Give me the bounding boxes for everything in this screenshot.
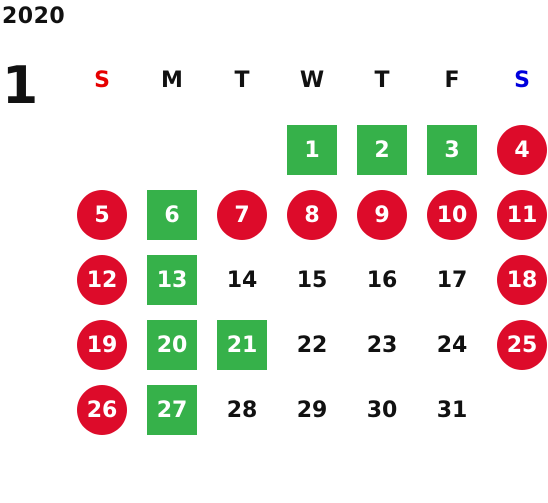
day-cell-31[interactable]: 31 xyxy=(436,397,468,423)
weekday-label: F xyxy=(444,68,460,93)
day-cell-13[interactable]: 13 xyxy=(147,255,197,305)
day-cell-29[interactable]: 29 xyxy=(296,397,328,423)
weekday-label: S xyxy=(514,68,530,93)
day-cell-9[interactable]: 9 xyxy=(357,190,407,240)
weekday-label: T xyxy=(234,68,250,93)
day-cell-7[interactable]: 7 xyxy=(217,190,267,240)
day-cell-4[interactable]: 4 xyxy=(497,125,547,175)
day-cell-30[interactable]: 30 xyxy=(366,397,398,423)
day-cell-11[interactable]: 11 xyxy=(497,190,547,240)
day-cell-1[interactable]: 1 xyxy=(287,125,337,175)
weekday-label: W xyxy=(299,68,325,93)
day-cell-25[interactable]: 25 xyxy=(497,320,547,370)
day-cell-12[interactable]: 12 xyxy=(77,255,127,305)
day-cell-18[interactable]: 18 xyxy=(497,255,547,305)
day-cell-2[interactable]: 2 xyxy=(357,125,407,175)
day-cell-28[interactable]: 28 xyxy=(226,397,258,423)
weekday-label: M xyxy=(161,68,183,93)
day-cell-8[interactable]: 8 xyxy=(287,190,337,240)
day-cell-17[interactable]: 17 xyxy=(436,267,468,293)
day-cell-27[interactable]: 27 xyxy=(147,385,197,435)
day-cell-14[interactable]: 14 xyxy=(226,267,258,293)
day-cell-3[interactable]: 3 xyxy=(427,125,477,175)
day-cell-16[interactable]: 16 xyxy=(366,267,398,293)
weekday-label: T xyxy=(374,68,390,93)
weekday-label: S xyxy=(94,68,110,93)
day-cell-5[interactable]: 5 xyxy=(77,190,127,240)
day-cell-21[interactable]: 21 xyxy=(217,320,267,370)
day-cell-15[interactable]: 15 xyxy=(296,267,328,293)
day-cell-19[interactable]: 19 xyxy=(77,320,127,370)
day-cell-26[interactable]: 26 xyxy=(77,385,127,435)
year-label: 2020 xyxy=(2,4,66,29)
day-cell-24[interactable]: 24 xyxy=(436,332,468,358)
day-cell-20[interactable]: 20 xyxy=(147,320,197,370)
month-number: 1 xyxy=(2,56,39,116)
day-cell-6[interactable]: 6 xyxy=(147,190,197,240)
day-cell-10[interactable]: 10 xyxy=(427,190,477,240)
day-cell-23[interactable]: 23 xyxy=(366,332,398,358)
day-cell-22[interactable]: 22 xyxy=(296,332,328,358)
